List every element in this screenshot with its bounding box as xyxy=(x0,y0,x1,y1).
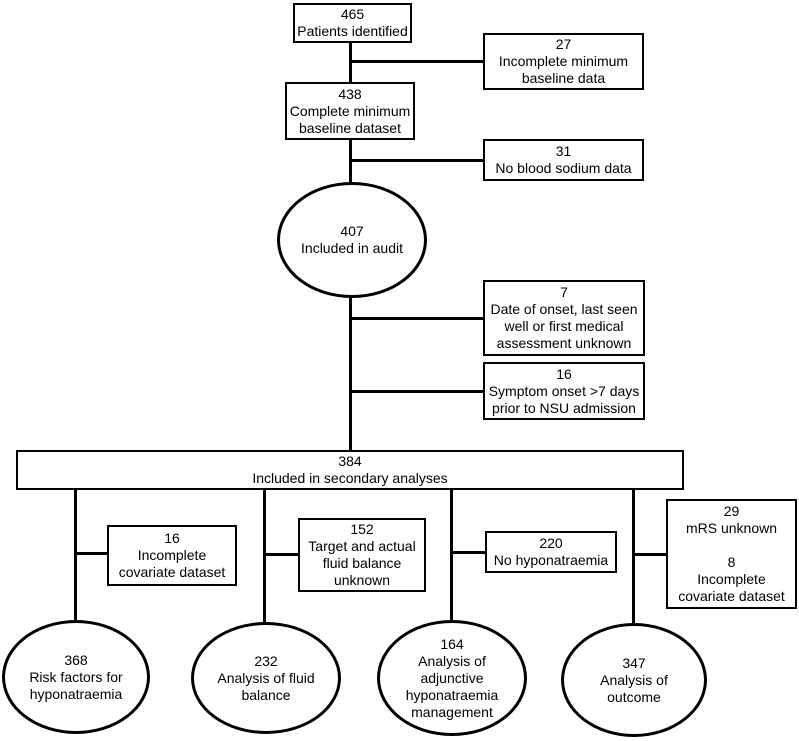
node-text-line: unknown xyxy=(333,572,391,588)
connector-line xyxy=(451,550,487,554)
node-text-line: Target and actual xyxy=(308,538,416,554)
node-text-line: No hyponatraemia xyxy=(493,552,609,568)
node-text-line: balance xyxy=(241,686,291,703)
node-text-line: Symptom onset >7 days xyxy=(488,382,640,399)
connector-line xyxy=(350,59,483,63)
node-text-line: Incomplete xyxy=(137,547,207,563)
node-text-line: 8 xyxy=(727,554,736,570)
node-text-line: 16 xyxy=(164,530,180,546)
node-text-line: 465 xyxy=(340,6,365,22)
node-text-line: Included in secondary analyses xyxy=(252,470,448,486)
node-text-line: assessment unknown xyxy=(496,335,632,351)
connector-line xyxy=(348,43,352,84)
connector-line xyxy=(348,296,352,452)
node-text-line: Risk factors for xyxy=(29,668,123,685)
connector-line xyxy=(264,552,300,556)
node-text-line: fluid balance xyxy=(322,555,402,571)
node-text-line: mRS unknown xyxy=(685,520,778,536)
connector-line xyxy=(75,551,109,555)
node-text-line: hyponatraemia xyxy=(405,686,499,703)
node-text-line: 27 xyxy=(555,36,572,52)
node-text-line: Date of onset, last seen xyxy=(490,301,638,317)
node-text-line: baseline dataset xyxy=(299,119,401,136)
node-text-line: 232 xyxy=(254,652,278,669)
node-text-line: 16 xyxy=(556,365,572,382)
node-text-line: 407 xyxy=(340,223,364,239)
node-text-line: hyponatraemia xyxy=(29,685,123,702)
connector-line xyxy=(449,490,453,622)
node-text-line: 31 xyxy=(555,143,572,159)
connector-line xyxy=(633,552,668,556)
node-text-line: 164 xyxy=(440,635,464,652)
node-text-line: Analysis of xyxy=(600,671,668,688)
node-text-line: covariate dataset xyxy=(118,564,226,580)
node-text-line: No blood sodium data xyxy=(495,160,632,176)
node-text-line: Incomplete xyxy=(697,571,766,587)
connector-line xyxy=(348,140,352,184)
node-text-line: adjunctive xyxy=(420,669,484,686)
node-text-line: 438 xyxy=(338,85,362,102)
node-text-line: Included in audit xyxy=(301,240,403,256)
node-text-line: baseline data xyxy=(521,70,606,86)
node-text-line: well or first medical xyxy=(504,318,624,334)
connector-line xyxy=(350,158,483,162)
connector-line xyxy=(631,490,635,625)
node-text-line: covariate dataset xyxy=(678,588,785,604)
node-text-line: Complete minimum xyxy=(289,102,411,119)
node-text-line: prior to NSU admission xyxy=(492,399,636,416)
connector-line xyxy=(350,316,483,320)
node-text-line: 29 xyxy=(723,503,740,519)
node-text-line: 384 xyxy=(338,453,362,469)
connector-line xyxy=(350,389,483,393)
node-text-line: management xyxy=(411,703,493,720)
connector-line xyxy=(73,490,77,622)
node-text-line: outcome xyxy=(607,688,661,705)
node-text-line: 152 xyxy=(350,521,374,537)
node-text-line: Analysis of xyxy=(418,652,486,669)
node-text-line: Patients identified xyxy=(297,23,408,39)
node-text-line: 220 xyxy=(539,535,563,551)
connector-line xyxy=(262,490,266,624)
node-text-line: 7 xyxy=(560,284,568,300)
node-text-line: 368 xyxy=(64,651,88,668)
node-text-line: Analysis of fluid xyxy=(217,669,315,686)
node-text-line: Incomplete minimum xyxy=(498,53,629,69)
node-text-line: 347 xyxy=(622,654,646,671)
